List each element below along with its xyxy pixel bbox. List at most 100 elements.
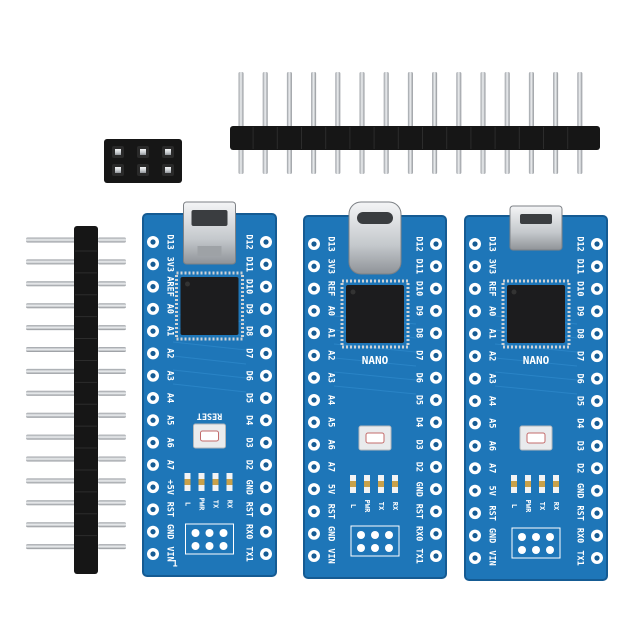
icsp-pad [385, 544, 393, 552]
led-body [350, 481, 356, 487]
pin-hole [263, 350, 269, 357]
pcb [142, 213, 277, 577]
nano-board-micro-usb: D133V3REFA0A1A2A3A4A5A6A75VRSTGNDVIND12D… [464, 205, 608, 581]
pin-hole [472, 353, 478, 359]
pin-hole [263, 484, 269, 490]
led-label: PWR [198, 498, 206, 511]
pin-label-left: A7 [165, 460, 175, 470]
pin-hole [594, 263, 600, 270]
pin-header-strip-left [26, 226, 126, 574]
pin-hole [263, 306, 269, 312]
header-pin [98, 237, 126, 243]
pin-header-strip-top [230, 72, 600, 174]
pin-label-right: D5 [244, 393, 254, 403]
icsp-pad [385, 531, 393, 539]
pin-hole [594, 420, 600, 427]
pin-label-right: D7 [244, 348, 254, 358]
pin-hole [150, 484, 156, 490]
pin-hole [311, 553, 317, 559]
pin-label-left: GND [487, 528, 497, 543]
header-pin [98, 303, 126, 309]
pin-hole [472, 263, 478, 270]
pin-hole [594, 488, 600, 494]
mcu-chip [507, 285, 565, 343]
pin-hole [433, 285, 439, 292]
chip-leads [340, 279, 410, 349]
pin-hole [263, 283, 269, 290]
pin-hole [150, 306, 156, 312]
pcb-trace [494, 385, 578, 395]
pin-label-right: D3 [575, 441, 585, 451]
usb-opening [191, 210, 228, 226]
pin-hole [311, 285, 317, 292]
pin-label-left: A7 [326, 462, 336, 472]
icsp-pad [219, 542, 228, 550]
header-pin [262, 72, 268, 130]
led-label: TX [538, 502, 546, 511]
led-label: L [510, 504, 518, 508]
reset-button-cap [200, 430, 219, 442]
header-pin [26, 456, 78, 462]
pin-label-right: RST [414, 504, 424, 519]
pin-hole [311, 508, 317, 515]
pin-label-right: D11 [414, 259, 424, 274]
pin-label-left: A3 [326, 373, 336, 383]
pin-hole [150, 239, 156, 245]
pin-label-right: D4 [414, 417, 424, 427]
header-pin [383, 72, 389, 130]
pin-hole [311, 375, 317, 381]
led-label: L [349, 504, 357, 508]
pin-hole [263, 328, 269, 334]
usb-tab [197, 246, 222, 256]
header-pin [26, 368, 78, 374]
icsp-pad [546, 546, 554, 554]
header-pin [98, 325, 126, 331]
led-body [539, 481, 545, 487]
pin-hole [472, 465, 478, 471]
pin-hole [150, 529, 156, 535]
pin-label-left: AREF [165, 276, 175, 296]
pin-hole [263, 529, 269, 535]
header-pin [26, 478, 78, 484]
pin-hole [311, 263, 317, 269]
header-pin [577, 146, 583, 174]
pin-hole [433, 486, 439, 492]
icsp-pad [191, 529, 200, 537]
pin-label-right: RX0 [244, 524, 254, 539]
pin-label-right: D12 [244, 234, 254, 249]
pin-label-left: RST [165, 502, 175, 517]
header-plastic [74, 226, 98, 574]
header-pin [432, 146, 438, 174]
reset-label: RESET [197, 411, 223, 421]
chip-leads [175, 271, 244, 341]
pcb-trace [494, 357, 578, 367]
pcb-trace [172, 355, 247, 365]
header-pin [456, 146, 462, 174]
header-pin [359, 72, 365, 130]
pin-hole [594, 398, 600, 404]
pin-hole [150, 395, 156, 401]
icsp-pin-top [165, 149, 171, 155]
icsp-pad [371, 544, 379, 552]
header-pin [98, 478, 126, 484]
pin-hole [263, 551, 269, 557]
icsp-pad [532, 533, 540, 541]
pin-label-right: D8 [575, 329, 585, 339]
pin-label-right: D11 [575, 259, 585, 274]
pin-hole [594, 375, 600, 382]
icsp-outline [350, 525, 400, 557]
pin1-marker: 1 [172, 560, 177, 570]
pin-hole [433, 508, 439, 515]
icsp-pin-top [140, 149, 146, 155]
pcb [464, 215, 608, 581]
header-pin [26, 281, 78, 287]
header-pin [407, 72, 413, 130]
pin-hole [433, 531, 439, 537]
icsp-pin-top [115, 149, 121, 155]
pin-hole [472, 241, 478, 247]
header-pin [26, 412, 78, 418]
pin-label-right: D2 [575, 463, 585, 473]
led-label: TX [377, 502, 385, 511]
led-label: RX [226, 500, 234, 509]
